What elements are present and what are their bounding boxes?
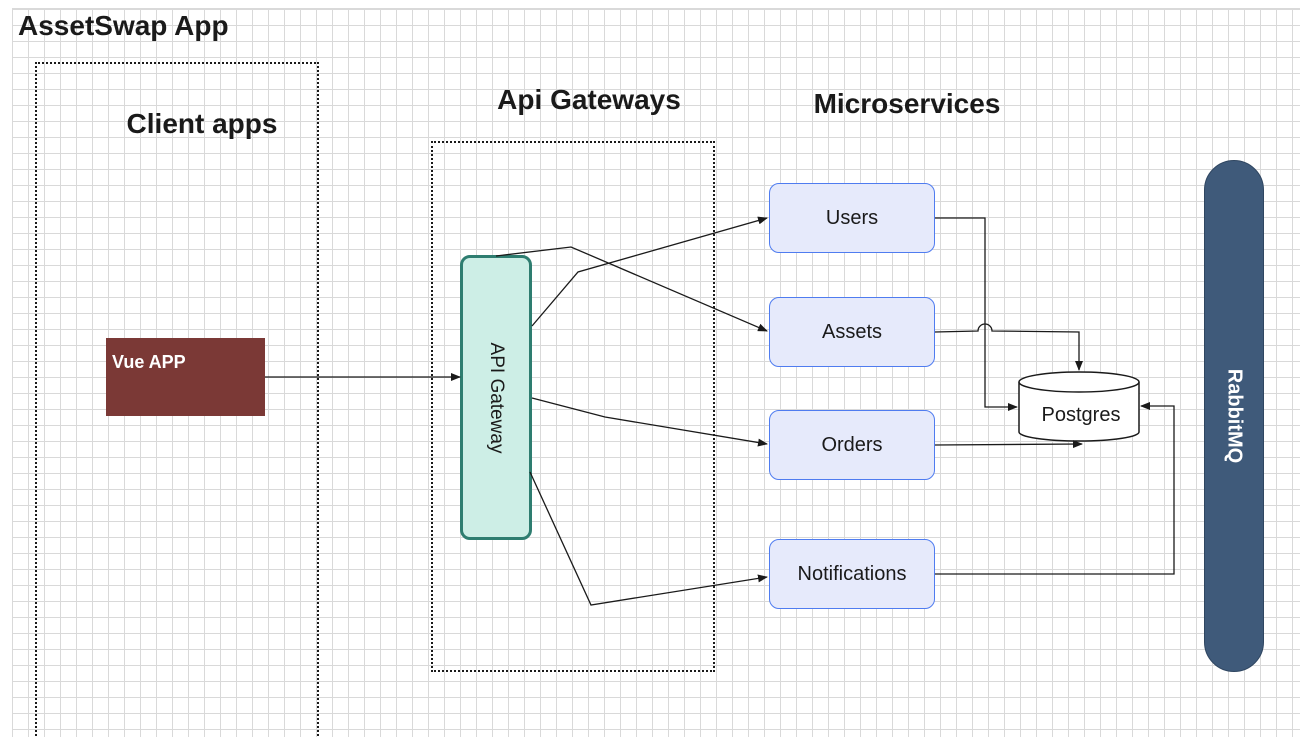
app-title: AssetSwap App [18,10,229,41]
client-apps-title: Client apps [126,108,278,139]
users-service-label: Users [825,206,879,229]
rabbitmq-node[interactable]: RabbitMQ [1204,160,1264,672]
assets-service-label: Assets [821,320,883,343]
api-gateway-label: API Gateway [486,342,507,453]
users-service-node[interactable]: Users [769,183,935,253]
vue-app-node[interactable]: Vue APP [106,338,265,416]
client-apps-group [35,62,319,736]
vue-app-label: Vue APP [112,352,186,372]
microservices-title: Microservices [813,88,1001,119]
postgres-label: Postgres [1041,404,1121,426]
assets-service-node[interactable]: Assets [769,297,935,367]
notifications-service-node[interactable]: Notifications [769,539,935,609]
rabbitmq-label: RabbitMQ [1223,368,1246,464]
api-gateways-title: Api Gateways [497,84,681,115]
orders-service-node[interactable]: Orders [769,410,935,480]
api-gateway-node[interactable]: API Gateway [460,255,532,540]
notifications-service-label: Notifications [797,562,907,585]
orders-service-label: Orders [821,433,883,456]
